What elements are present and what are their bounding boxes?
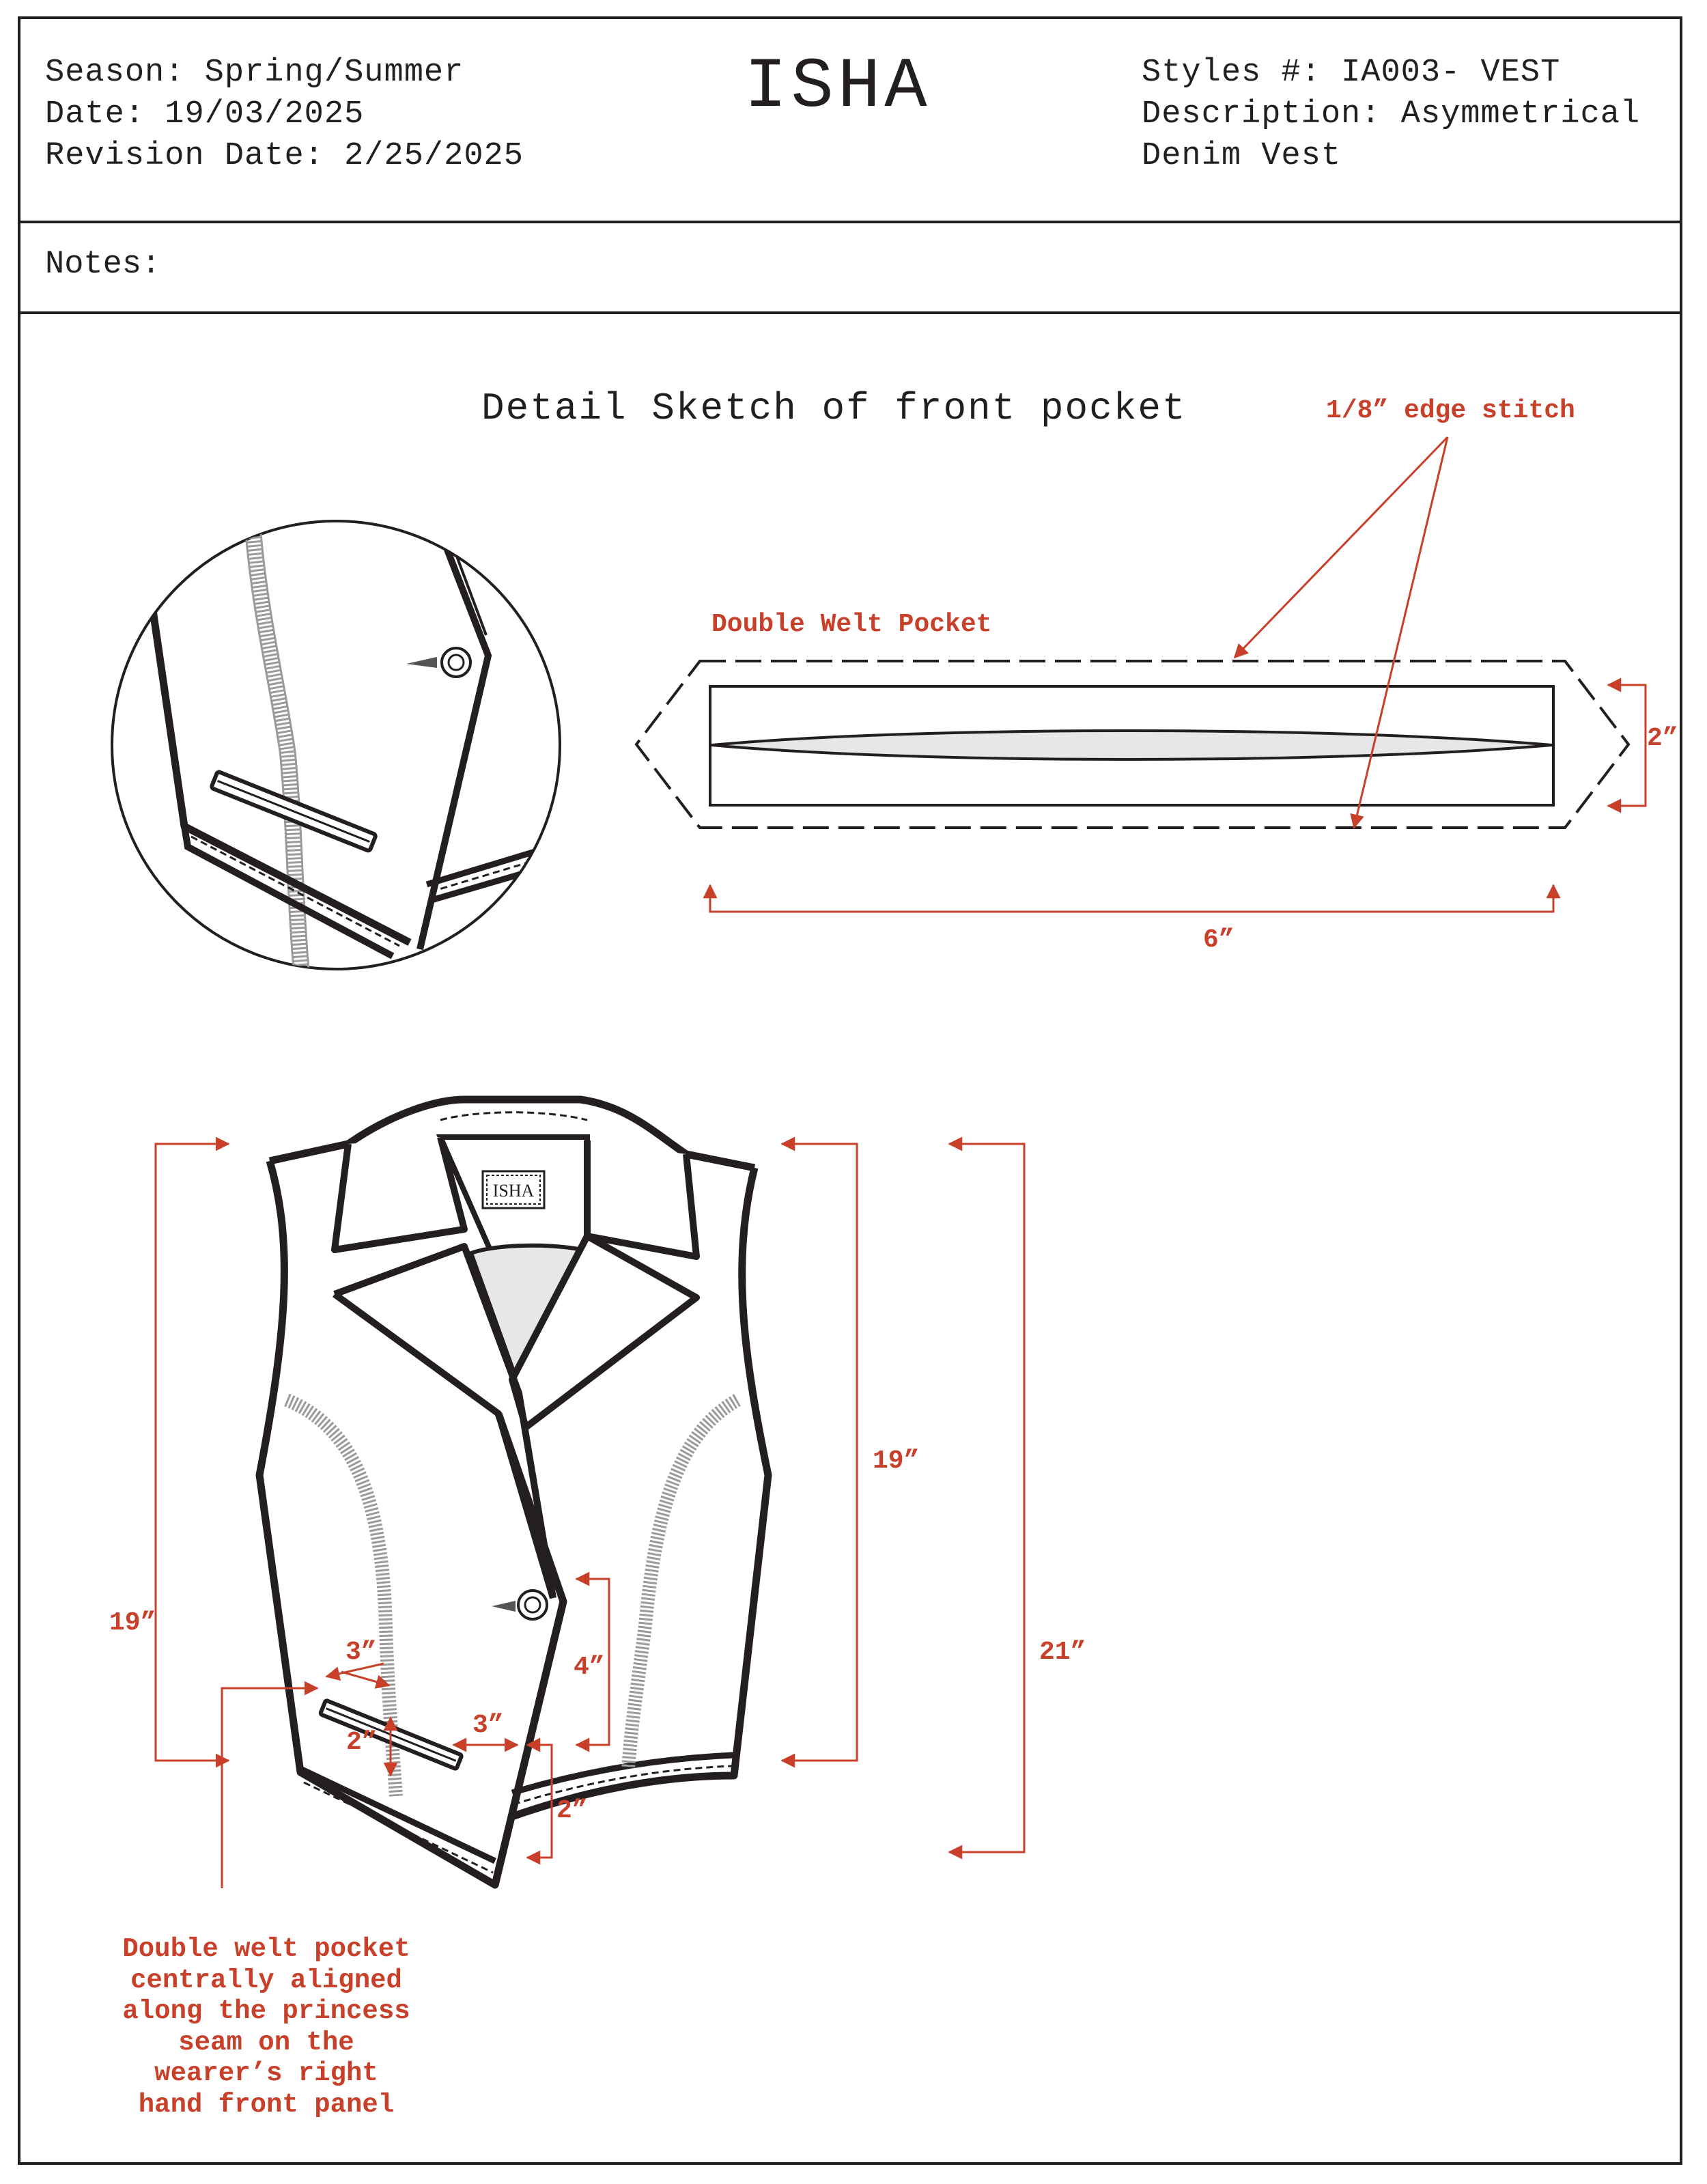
callout-line: along the princess bbox=[122, 1996, 410, 2026]
page-frame bbox=[18, 16, 1682, 2165]
double-welt-pocket-label: Double Welt Pocket bbox=[711, 610, 992, 639]
callout-line: centrally aligned bbox=[130, 1965, 402, 1996]
callout-line: Double welt pocket bbox=[122, 1934, 410, 1964]
callout-line: wearer’s right bbox=[154, 2058, 378, 2088]
pocket-height-dim: 2” bbox=[1647, 724, 1678, 753]
label-tag-text: ISHA bbox=[493, 1181, 535, 1201]
brand-title: ISHA bbox=[744, 47, 931, 128]
pocket-callout: Double welt pocket centrally aligned alo… bbox=[102, 1934, 430, 2120]
double-welt-pocket-drawing bbox=[634, 660, 1631, 829]
notes-label: Notes: bbox=[45, 247, 161, 283]
total-length-dim: 21” bbox=[1039, 1638, 1086, 1667]
pocket-to-edge-dim: 3” bbox=[472, 1711, 504, 1740]
pocket-zoom-detail bbox=[111, 520, 561, 970]
hem-step-dim: 2” bbox=[556, 1796, 588, 1825]
description-line-2: Denim Vest bbox=[1142, 138, 1342, 174]
revision-date-line: Revision Date: 2/25/2025 bbox=[45, 138, 524, 174]
edge-stitch-label: 1/8” edge stitch bbox=[1326, 396, 1575, 425]
callout-line: seam on the bbox=[178, 2027, 354, 2058]
season-line: Season: Spring/Summer bbox=[45, 55, 464, 91]
pocket-from-button-dim: 4” bbox=[574, 1653, 605, 1682]
style-number-line: Styles #: IA003- VEST bbox=[1142, 55, 1561, 91]
notes-divider bbox=[18, 311, 1682, 314]
vest-dimension-lines bbox=[154, 1136, 1026, 1888]
date-line: Date: 19/03/2025 bbox=[45, 96, 365, 132]
description-line: Description: Asymmetrical bbox=[1142, 96, 1641, 132]
pocket-width-dim: 6” bbox=[1203, 925, 1235, 955]
vest-front-flat bbox=[255, 1095, 772, 1889]
pocket-width-small-dim: 3” bbox=[345, 1638, 377, 1667]
callout-line: hand front panel bbox=[138, 2089, 395, 2120]
left-length-dim: 19” bbox=[109, 1608, 156, 1638]
header-divider bbox=[18, 221, 1682, 223]
detail-sketch-title: Detail Sketch of front pocket bbox=[481, 387, 1187, 430]
pocket-height-small-dim: 2” bbox=[346, 1728, 378, 1757]
right-length-dim: 19” bbox=[873, 1446, 920, 1476]
pocket-annotations bbox=[703, 436, 1647, 913]
